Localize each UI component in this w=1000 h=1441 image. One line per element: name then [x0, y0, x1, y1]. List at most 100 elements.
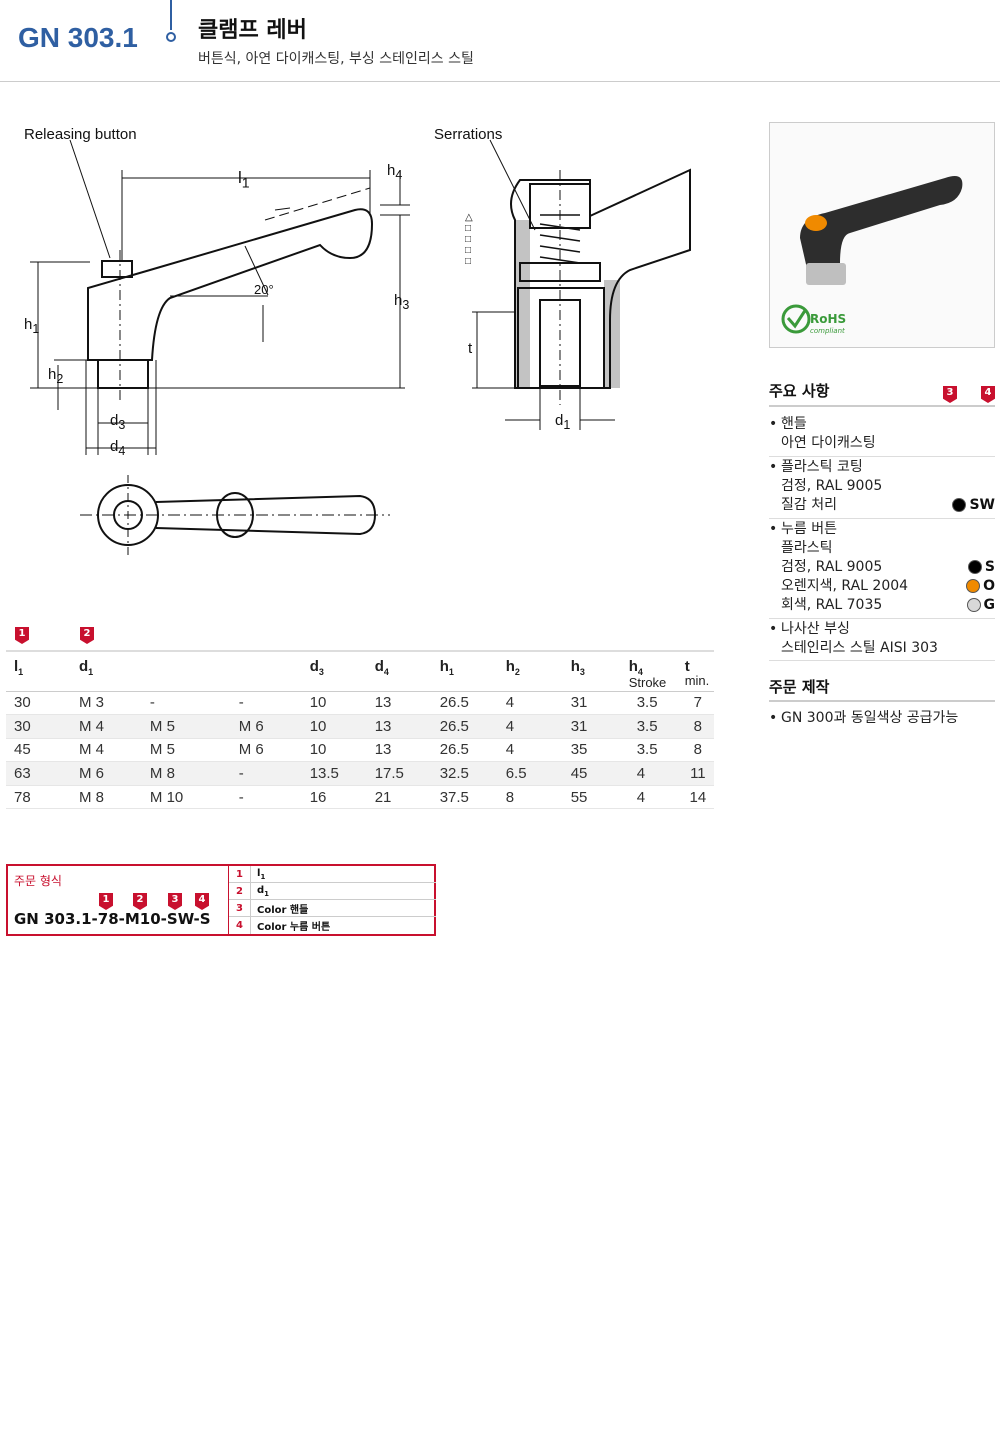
- specs-badge-4: 4: [981, 386, 995, 403]
- serrations-label: Serrations: [434, 126, 503, 143]
- color-dot-orange: [966, 579, 981, 593]
- table-cell: 16: [301, 785, 367, 810]
- table-cell: M 6: [230, 714, 302, 739]
- spec-separator: [769, 660, 995, 661]
- order-code-example: GN 303.1-78-M10-SW-S: [14, 910, 211, 928]
- table-cell: M 10: [141, 785, 231, 810]
- page-header: GN 303.1 클램프 레버 버튼식, 아연 다이캐스팅, 부싱 스테인리스 …: [0, 0, 1000, 82]
- table-cell: 3.5: [628, 738, 682, 763]
- table-cell: -: [230, 691, 302, 716]
- table-cell: 8: [497, 785, 563, 810]
- col-d4: d4: [366, 650, 432, 692]
- table-cell: M 6: [71, 761, 142, 786]
- table-cell: 13.5: [301, 761, 367, 786]
- table-cell: 4: [497, 714, 563, 739]
- table-cell: 35: [562, 738, 629, 763]
- table-cell: 11: [681, 761, 714, 786]
- table-cell: M 3: [71, 691, 142, 716]
- order-badge-2: 2: [133, 893, 147, 910]
- table-cell: 26.5: [431, 714, 498, 739]
- bushing: [97, 359, 149, 389]
- table-cell: M 8: [141, 761, 231, 786]
- release-button: [101, 260, 133, 278]
- table-cell: M 4: [71, 714, 142, 739]
- dim-h1: h1: [24, 316, 40, 336]
- serration-ring: [519, 262, 601, 282]
- specs-divider: [769, 405, 995, 407]
- table-cell: 45: [562, 761, 629, 786]
- table-cell: 45: [6, 738, 71, 763]
- table-cell: 63: [6, 761, 71, 786]
- drawing-svg: [30, 139, 691, 555]
- table-cell: -: [230, 785, 302, 810]
- table-cell: 4: [497, 691, 563, 716]
- spec-separator: [769, 618, 995, 619]
- custom-item: • GN 300과 동일색상 공급가능: [769, 710, 959, 726]
- lever-body: [87, 208, 374, 361]
- header-divider-dot: [166, 32, 176, 42]
- arrow-symbols: △□□□□: [465, 212, 473, 267]
- order-format-label: 주문 형식: [14, 874, 62, 888]
- rohs-logo-text: RoHS: [810, 312, 846, 326]
- specs-badge-3: 3: [943, 386, 957, 403]
- table-cell: 30: [6, 714, 71, 739]
- col-h2: h2: [497, 650, 563, 692]
- table-cell: 14: [681, 785, 714, 810]
- color-dot-grey: [966, 598, 981, 612]
- table-cell: 26.5: [431, 738, 498, 763]
- col-d3: d3: [301, 650, 367, 692]
- table-cell: 10: [301, 691, 367, 716]
- table-cell: 32.5: [431, 761, 498, 786]
- table-cell: M 4: [71, 738, 142, 763]
- table-cell: 78: [6, 785, 71, 810]
- custom-heading: 주문 제작: [769, 678, 830, 696]
- order-badge-1: 1: [99, 893, 113, 910]
- table-cell: 13: [366, 691, 432, 716]
- table-cell: M 5: [141, 714, 231, 739]
- table-cell: 3.5: [628, 714, 682, 739]
- table-cell: 6.5: [497, 761, 563, 786]
- col-d1: d1: [71, 650, 302, 692]
- table-cell: 26.5: [431, 691, 498, 716]
- table-cell: 13: [366, 714, 432, 739]
- dim-h2: h2: [48, 366, 64, 386]
- dim-d1: d1: [555, 412, 571, 432]
- dim-h4: h4: [387, 162, 403, 182]
- table-cell: 7: [681, 691, 714, 716]
- table-cell: 13: [366, 738, 432, 763]
- badge-1: 1: [15, 627, 29, 644]
- table-cell: 3.5: [628, 691, 682, 716]
- table-cell: 10: [301, 738, 367, 763]
- spec-handle: • 핸들 아연 다이캐스팅: [769, 416, 876, 451]
- releasing-button-label: Releasing button: [24, 126, 137, 143]
- dim-l1: l1: [238, 168, 250, 192]
- table-cell: 31: [562, 691, 629, 716]
- table-cell: 10: [301, 714, 367, 739]
- table-cell: 8: [681, 738, 714, 763]
- table-cell: M 8: [71, 785, 142, 810]
- table-cell: 37.5: [431, 785, 498, 810]
- custom-divider: [769, 700, 995, 702]
- technical-drawing: Releasing button Serrations l1 h4 h3 h1 …: [10, 120, 730, 560]
- rohs-logo-subtext: compliant: [810, 327, 845, 335]
- spec-bushing: • 나사산 부싱 스테인리스 스틸 AISI 303: [769, 621, 938, 656]
- dim-d4: d4: [110, 438, 126, 458]
- angle-label: 20°: [254, 282, 274, 297]
- page-subtitle: 버튼식, 아연 다이캐스팅, 부싱 스테인리스 스틸: [198, 51, 474, 67]
- col-l1: l1: [6, 650, 71, 692]
- color-dot-black: [952, 498, 967, 512]
- table-cell: 21: [366, 785, 432, 810]
